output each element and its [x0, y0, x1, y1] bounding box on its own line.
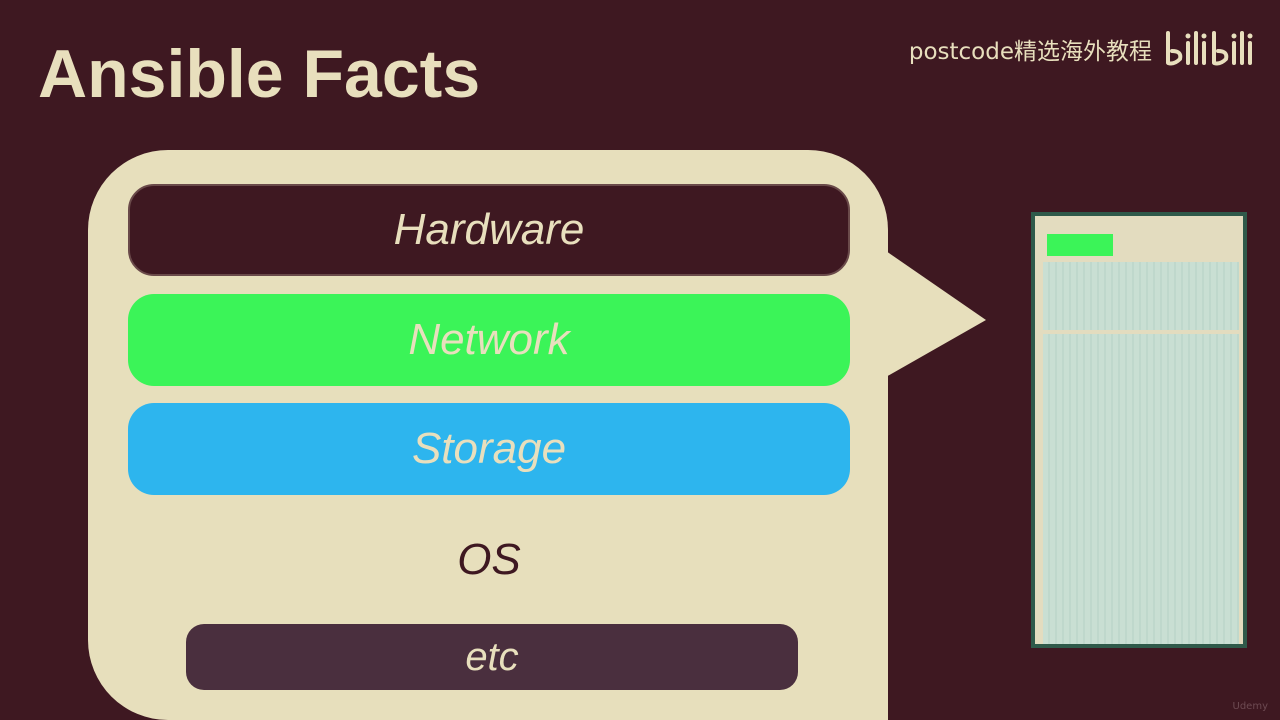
fact-os: OS	[457, 535, 521, 584]
slide-title: Ansible Facts	[38, 36, 481, 112]
watermark: postcode精选海外教程	[909, 26, 1258, 72]
speech-bubble-tail	[870, 240, 986, 386]
bilibili-logo-icon	[1166, 31, 1253, 66]
speech-bubble: Hardware Network Storage OS etc	[88, 150, 888, 720]
facts-document-panel	[1031, 212, 1247, 648]
watermark-text: postcode精选海外教程	[908, 39, 1152, 65]
fact-network: Network	[128, 294, 850, 386]
udemy-watermark: Udemy	[1232, 701, 1268, 712]
fact-storage: Storage	[128, 403, 850, 495]
fact-etc: etc	[186, 624, 798, 690]
panel-green-tag	[1047, 234, 1113, 256]
fact-hardware: Hardware	[128, 184, 850, 276]
panel-body	[1043, 262, 1239, 644]
panel-divider	[1043, 330, 1239, 334]
